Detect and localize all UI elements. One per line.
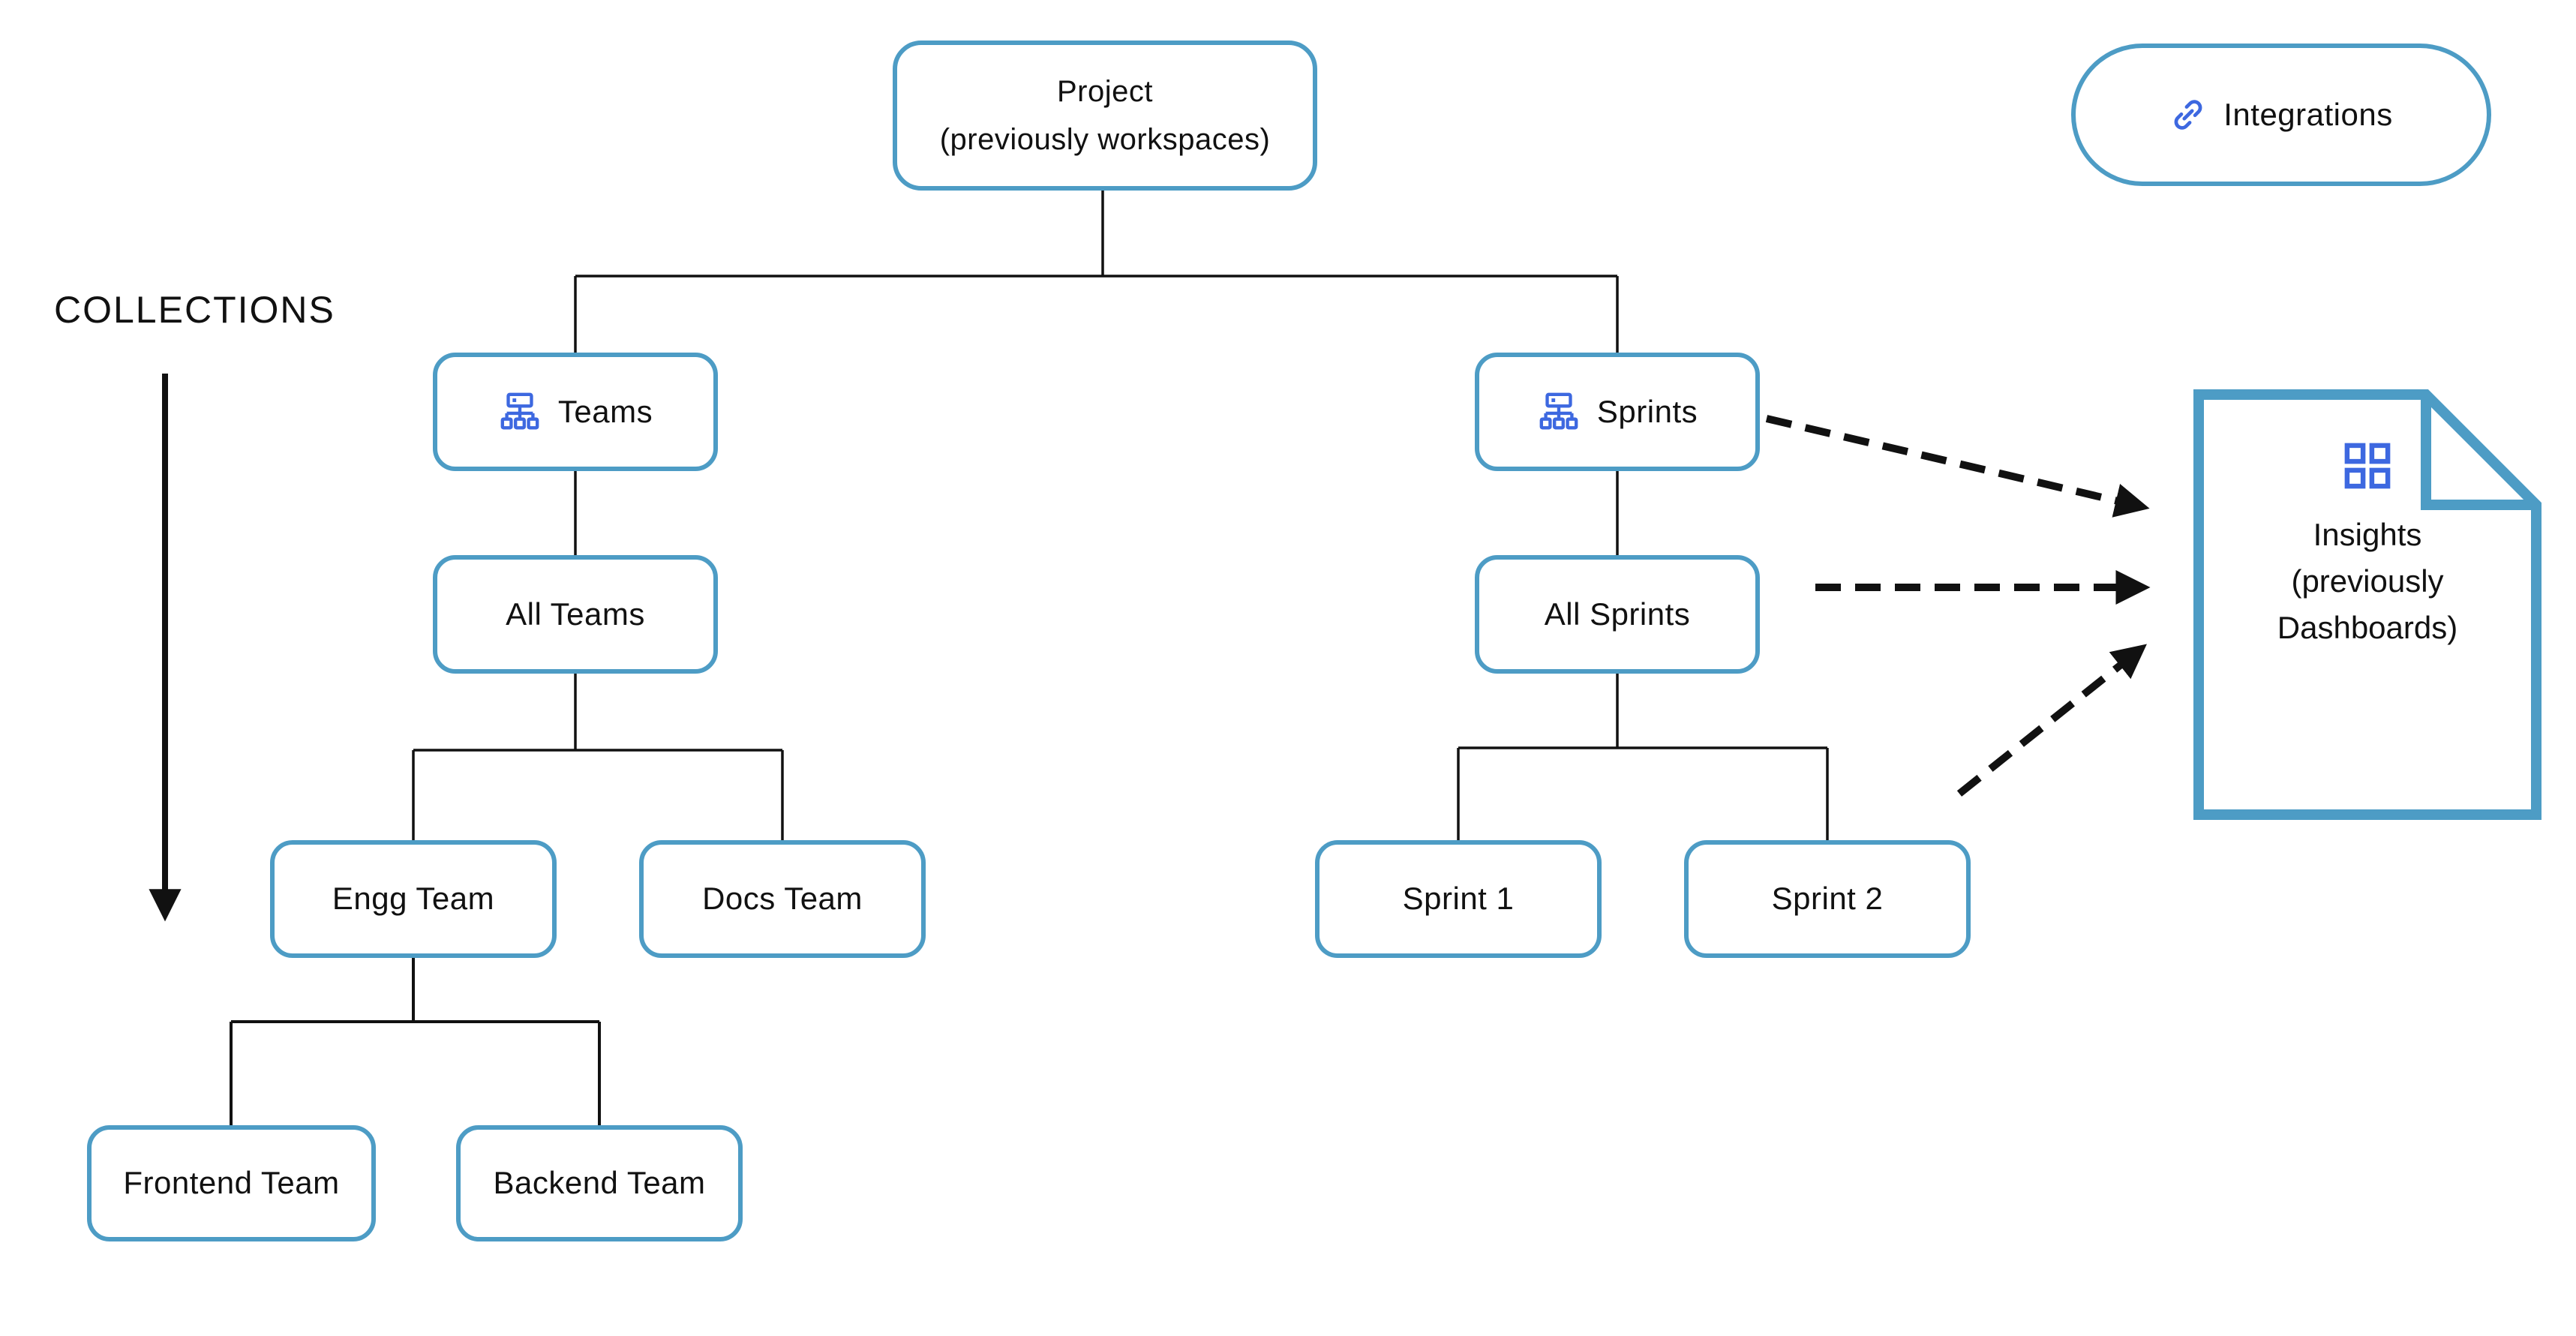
collections-label: COLLECTIONS — [54, 289, 335, 331]
teams-label: Teams — [557, 393, 653, 429]
node-sprints: Sprints — [1475, 353, 1760, 471]
insights-label-line3: Dashboards) — [2277, 610, 2458, 645]
node-all-teams: All Teams — [433, 555, 718, 674]
hierarchy-icon — [498, 390, 542, 434]
node-project: Project (previously workspaces) — [893, 41, 1317, 191]
node-engg-team: Engg Team — [270, 840, 557, 958]
node-all-sprints: All Sprints — [1475, 555, 1760, 674]
all-teams-to-children-connector — [412, 674, 784, 840]
node-integrations: Integrations — [2071, 44, 2491, 186]
insights-document-content: Insights (previously Dashboards) — [2199, 441, 2536, 651]
insights-label-line2: (previously — [2291, 563, 2444, 599]
sprints-label: Sprints — [1596, 393, 1698, 429]
link-icon — [2169, 96, 2207, 134]
backend-team-label: Backend Team — [493, 1165, 706, 1201]
node-teams: Teams — [433, 353, 718, 471]
insights-label-line1: Insights — [2313, 517, 2422, 552]
project-label-line2: (previously workspaces) — [939, 123, 1271, 156]
node-sprint-1: Sprint 1 — [1315, 840, 1602, 958]
hierarchy-icon — [1537, 390, 1581, 434]
frontend-team-label: Frontend Team — [123, 1165, 340, 1201]
node-docs-team: Docs Team — [639, 840, 926, 958]
engg-team-label: Engg Team — [332, 881, 495, 917]
integrations-label: Integrations — [2223, 96, 2393, 132]
node-backend-team: Backend Team — [456, 1125, 743, 1241]
dashed-arrow-sprint2-to-insights — [1956, 644, 2147, 797]
sprint-1-label: Sprint 1 — [1402, 881, 1515, 917]
dashboard-grid-icon — [2343, 441, 2392, 491]
all-teams-label: All Teams — [506, 596, 645, 632]
node-frontend-team: Frontend Team — [87, 1125, 376, 1241]
docs-team-label: Docs Team — [702, 881, 863, 917]
all-sprints-label: All Sprints — [1544, 596, 1691, 632]
engg-team-to-children-connector — [230, 958, 601, 1125]
project-label-line1: Project — [1057, 75, 1153, 108]
all-sprints-to-children-connector — [1457, 674, 1829, 840]
sprint-2-label: Sprint 2 — [1771, 881, 1884, 917]
dashed-arrow-sprints-to-insights — [1765, 415, 2150, 518]
node-sprint-2: Sprint 2 — [1684, 840, 1971, 958]
project-to-teams-sprints-connector — [574, 191, 1619, 353]
